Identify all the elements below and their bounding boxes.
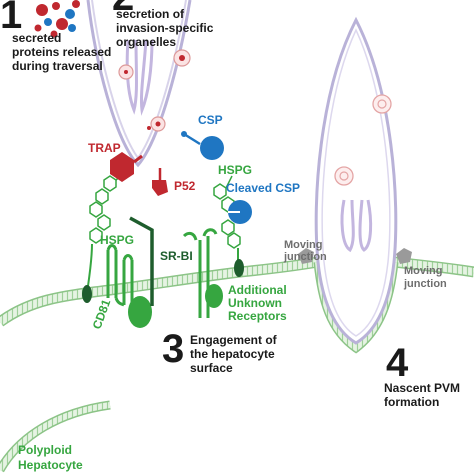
step-4-caption-line1: Nascent PVM xyxy=(384,381,460,395)
step-2-number: 2 xyxy=(112,0,134,19)
step-1-caption-line2: proteins released xyxy=(12,45,111,59)
sr-bi-label: SR-BI xyxy=(160,249,193,263)
step-2-caption-line1: secretion of xyxy=(116,7,185,21)
moving-junction-marker-right xyxy=(396,248,412,264)
step-3-caption-line1: Engagement of xyxy=(190,333,278,347)
step-3-caption-line2: the hepatocyte xyxy=(190,347,275,361)
step-4-caption-line2: formation xyxy=(384,395,439,409)
moving-junction-right-line1: Moving xyxy=(404,265,443,277)
trap-protein xyxy=(110,152,143,182)
polyploid-label-line2: Hepatocyte xyxy=(18,458,83,472)
step-3-caption-line3: surface xyxy=(190,361,233,375)
secreted-protein-cluster xyxy=(34,0,80,38)
step-1-number: 1 xyxy=(0,0,22,37)
csp-protein xyxy=(181,131,224,160)
moving-junction-right-line2: junction xyxy=(403,278,447,290)
hspg-chain-right xyxy=(213,175,241,262)
step-1-caption-line1: secreted xyxy=(12,31,61,45)
sporozoite-left xyxy=(86,0,192,168)
hspg-anchor-right xyxy=(234,259,244,277)
moving-junction-marker-left xyxy=(298,248,314,264)
step-3-number: 3 xyxy=(162,327,184,371)
moving-junction-left-line1: Moving xyxy=(284,239,323,251)
sporozoite-right xyxy=(314,16,398,345)
cleaved-csp-protein xyxy=(228,200,252,224)
p52-label: P52 xyxy=(174,179,196,193)
cd81-receptor xyxy=(106,244,152,328)
nucleus-membrane xyxy=(0,400,111,473)
additional-receptors-line1: Additional xyxy=(228,283,287,297)
step-2-caption-line3: organelles xyxy=(116,35,176,49)
csp-label: CSP xyxy=(198,113,223,127)
additional-receptors-line3: Receptors xyxy=(228,309,287,323)
trap-label: TRAP xyxy=(88,141,121,155)
step-4-number: 4 xyxy=(386,341,409,385)
polyploid-label-line1: Polyploid xyxy=(18,443,72,457)
step-1-caption-line3: during traversal xyxy=(12,59,103,73)
cleaved-csp-label: Cleaved CSP xyxy=(226,181,300,195)
additional-receptors-line2: Unknown xyxy=(228,296,282,310)
additional-receptors xyxy=(182,228,223,318)
hspg-label-left: HSPG xyxy=(100,233,134,247)
sr-bi-receptor xyxy=(129,216,154,306)
p52-protein xyxy=(152,168,168,196)
step-2-caption-line2: invasion-specific xyxy=(116,21,214,35)
cd81-label: CD81 xyxy=(90,297,114,331)
moving-junction-left-line2: junction xyxy=(283,251,327,263)
hspg-anchor-left xyxy=(82,285,92,303)
hspg-label-right: HSPG xyxy=(218,163,252,177)
